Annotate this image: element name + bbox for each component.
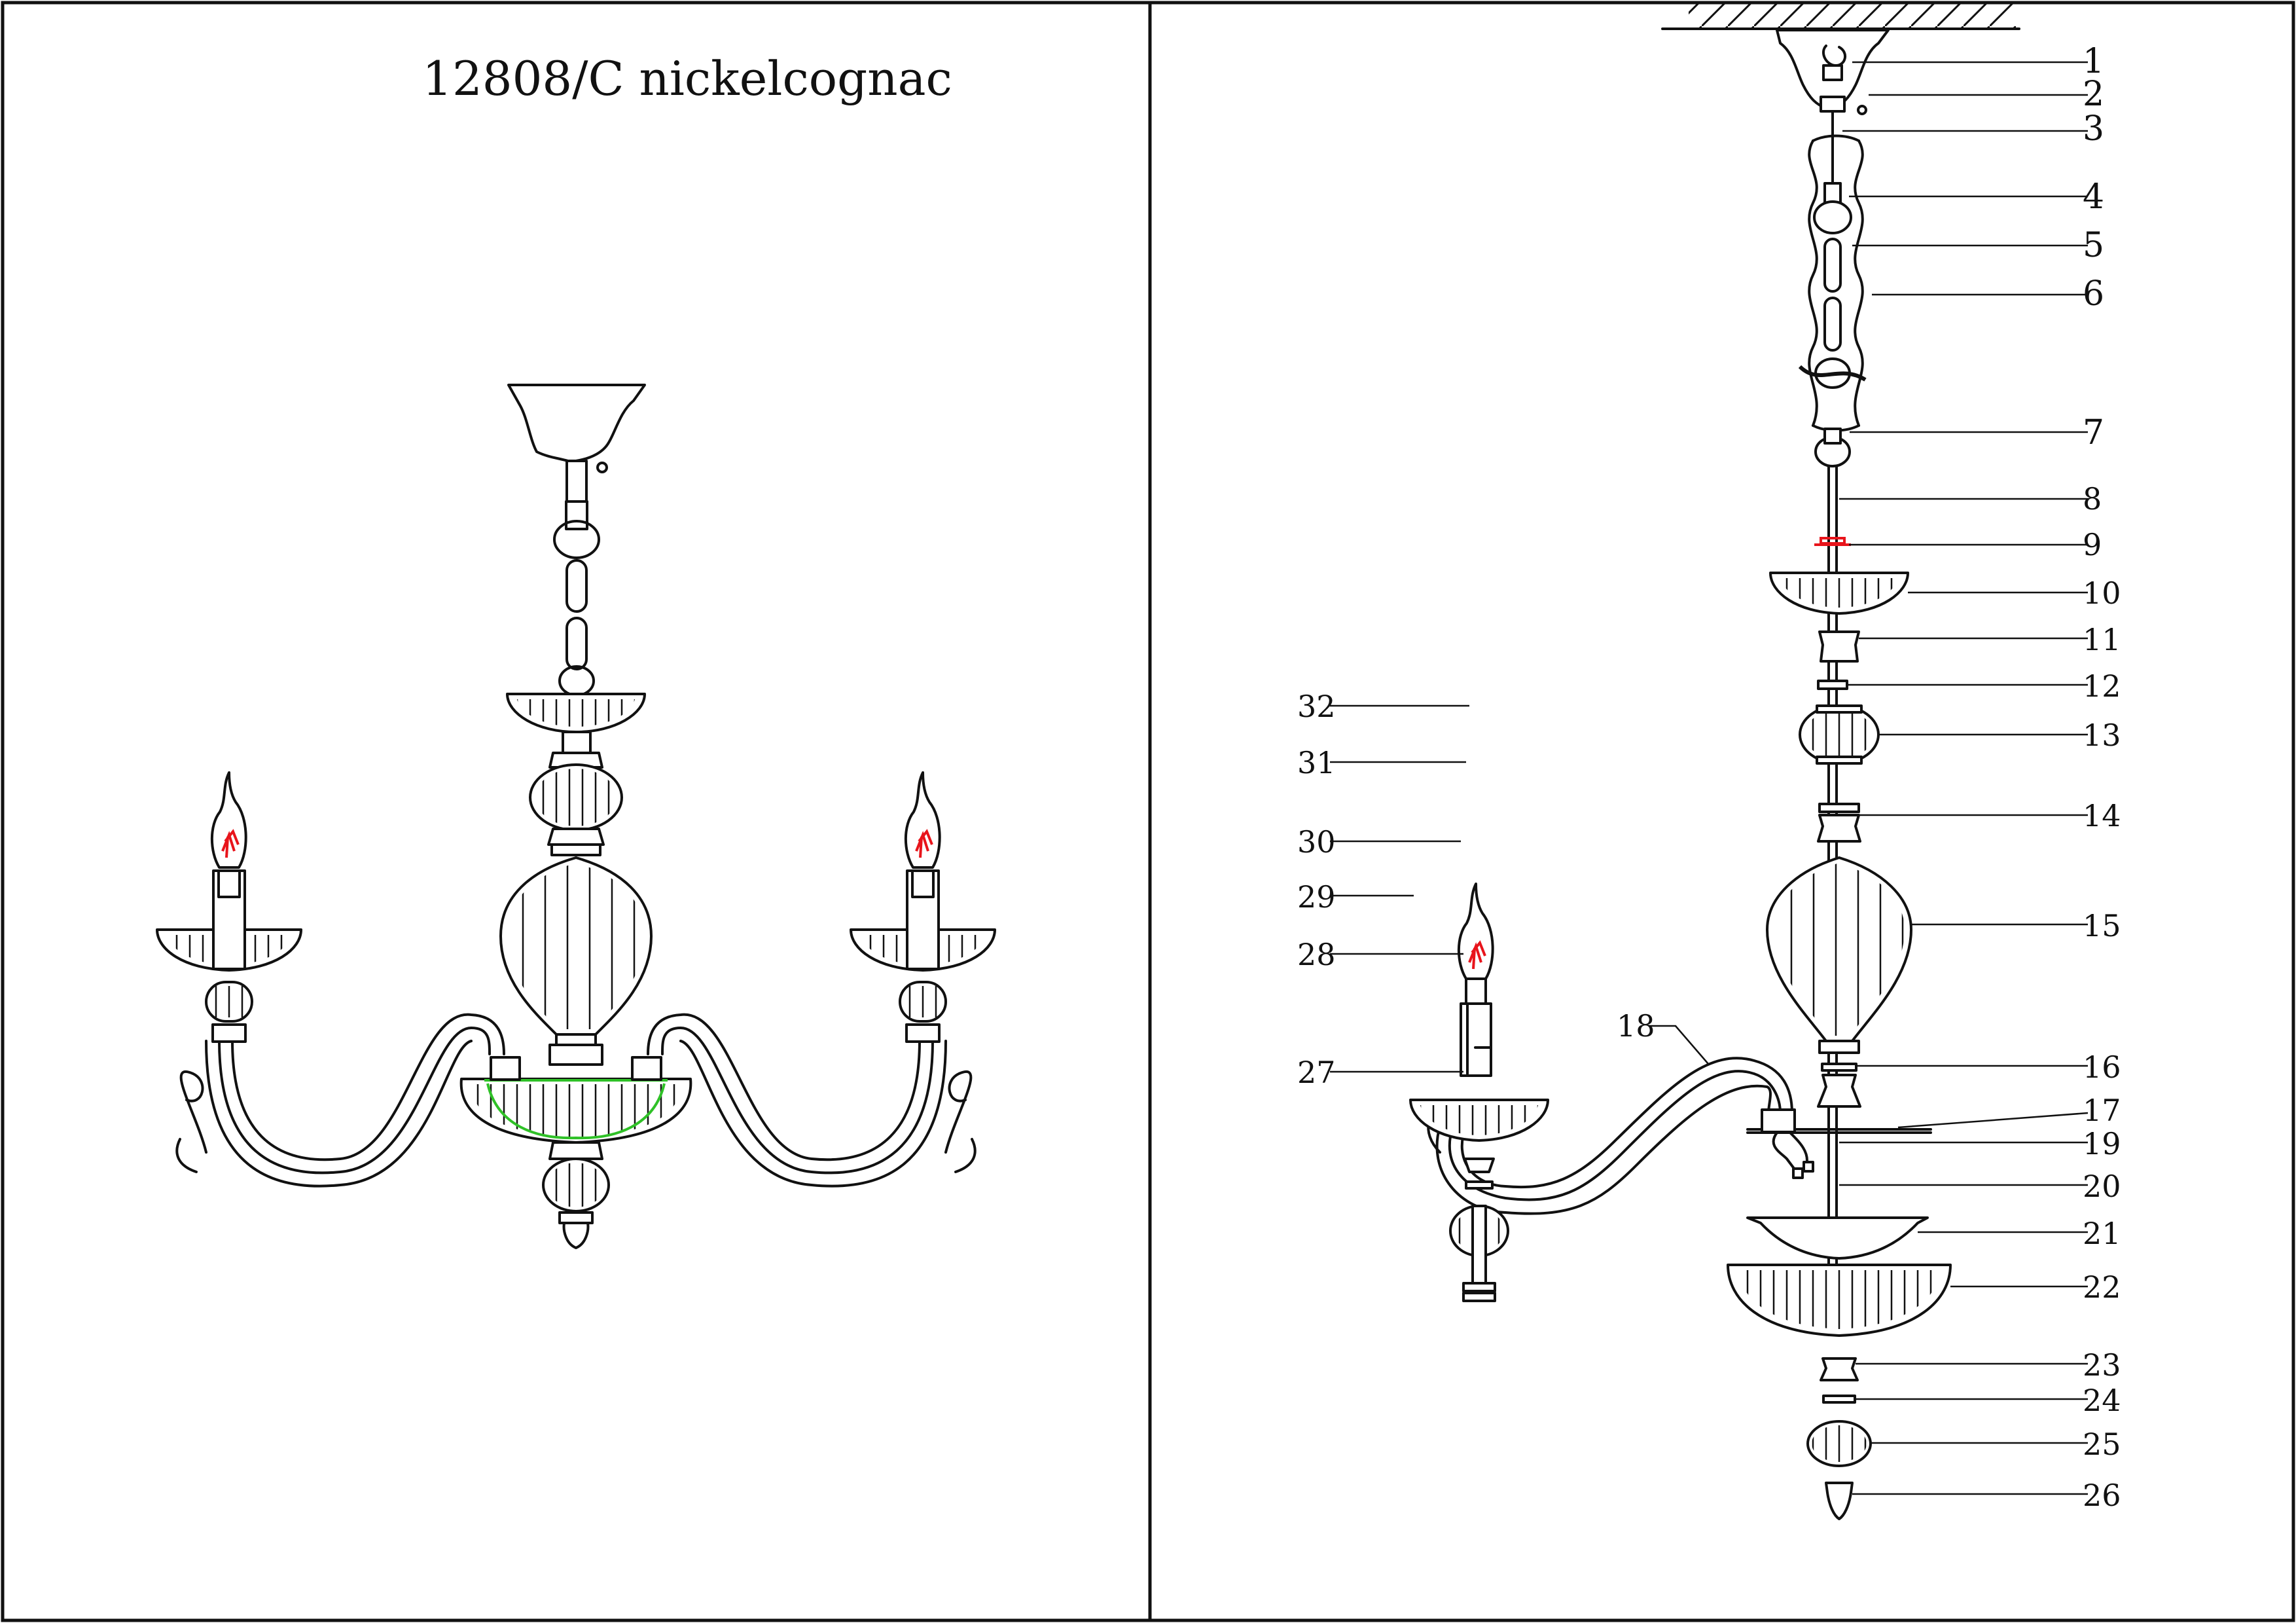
- part-label: 10: [2083, 575, 2121, 611]
- assembled-chandelier: [156, 384, 996, 1249]
- left-candle-arm: [156, 771, 302, 1043]
- part-label: 14: [2083, 798, 2121, 833]
- part-label: 26: [2083, 1478, 2121, 1513]
- part-label: 19: [2083, 1126, 2121, 1161]
- part-label: 9: [2083, 527, 2102, 562]
- part-label: 3: [2083, 109, 2104, 149]
- part-label: 28: [1297, 937, 1336, 972]
- part-label: 11: [2083, 622, 2121, 657]
- part-label: 32: [1297, 689, 1336, 724]
- part-label: 4: [2083, 177, 2104, 217]
- part-label: 27: [1297, 1055, 1336, 1090]
- part-label: 20: [2083, 1169, 2121, 1204]
- part-label: 6: [2083, 274, 2104, 314]
- part-label: 25: [2083, 1427, 2121, 1462]
- part-label: 7: [2083, 413, 2104, 452]
- leader-lines: [1330, 61, 2089, 1495]
- part-label: 16: [2083, 1049, 2121, 1085]
- part-label: 30: [1297, 824, 1336, 860]
- part-label: 15: [2083, 908, 2121, 943]
- part-label: 31: [1297, 745, 1336, 780]
- part-label: 22: [2083, 1269, 2121, 1305]
- part-label: 2: [2083, 75, 2104, 114]
- part-labels: 1 2 3 4 5 6 7 8 9 10 11 12 13 14 15 16 1…: [1297, 42, 2121, 1513]
- part-label: 12: [2083, 668, 2121, 704]
- exploded-view: [1409, 3, 2020, 1520]
- arm-highlight: [486, 1083, 666, 1140]
- part-label: 5: [2083, 226, 2104, 265]
- part-label: 21: [2083, 1216, 2121, 1251]
- model-title: 12808/C nickelcognac: [422, 51, 952, 106]
- part-label: 29: [1297, 879, 1336, 915]
- part-label: 8: [2083, 481, 2102, 517]
- part-label: 17: [2083, 1093, 2121, 1128]
- part-label: 24: [2083, 1383, 2121, 1418]
- part-label: 18: [1617, 1008, 1655, 1044]
- part-label: 23: [2083, 1347, 2121, 1383]
- right-candle-arm: [850, 771, 996, 1043]
- part-label: 13: [2083, 718, 2121, 753]
- part-label: 1: [2083, 42, 2104, 81]
